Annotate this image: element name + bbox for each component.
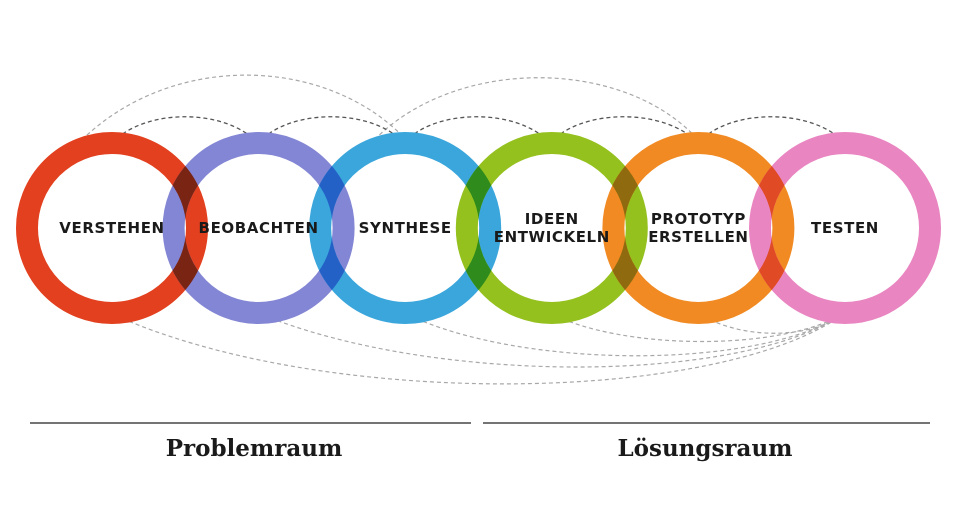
phase-label-line: PROTOTYP [651, 210, 746, 228]
problem-space-label: Problemraum [166, 435, 343, 462]
phase-label-line: IDEEN [525, 210, 579, 228]
connector-arc [403, 116, 551, 144]
phase-label-testen: TESTEN [811, 219, 879, 237]
ring-beobachten [162, 132, 355, 324]
phase-label-line: VERSTEHEN [59, 219, 164, 237]
connector-arcs [71, 74, 846, 385]
connector-arc [109, 312, 846, 385]
ring-prototyp-erstellen [602, 132, 795, 324]
connector-arc [549, 116, 699, 144]
ring-verstehen [16, 132, 208, 324]
phase-label-line: TESTEN [811, 219, 879, 237]
phase-label-beobachten: BEOBACHTEN [199, 219, 319, 237]
ring-synthese [309, 132, 502, 324]
connector-arc [257, 312, 846, 368]
ring-testen [749, 132, 941, 324]
phase-label-line: SYNTHESE [359, 219, 452, 237]
connector-arc [364, 77, 701, 151]
phase-label-synthese: SYNTHESE [359, 219, 452, 237]
phase-label-line: ENTWICKELN [494, 228, 610, 246]
phase-rings [16, 132, 941, 324]
ring-ideen-entwickeln [455, 132, 648, 324]
connector-arc [111, 116, 259, 144]
connector-arc [403, 312, 846, 357]
connector-arc [697, 116, 846, 144]
connector-arc [257, 116, 405, 144]
phase-label-line: ERSTELLEN [648, 228, 748, 246]
solution-space-label: Lösungsraum [617, 435, 792, 462]
phase-label-verstehen: VERSTEHEN [59, 219, 164, 237]
phase-label-line: BEOBACHTEN [199, 219, 319, 237]
